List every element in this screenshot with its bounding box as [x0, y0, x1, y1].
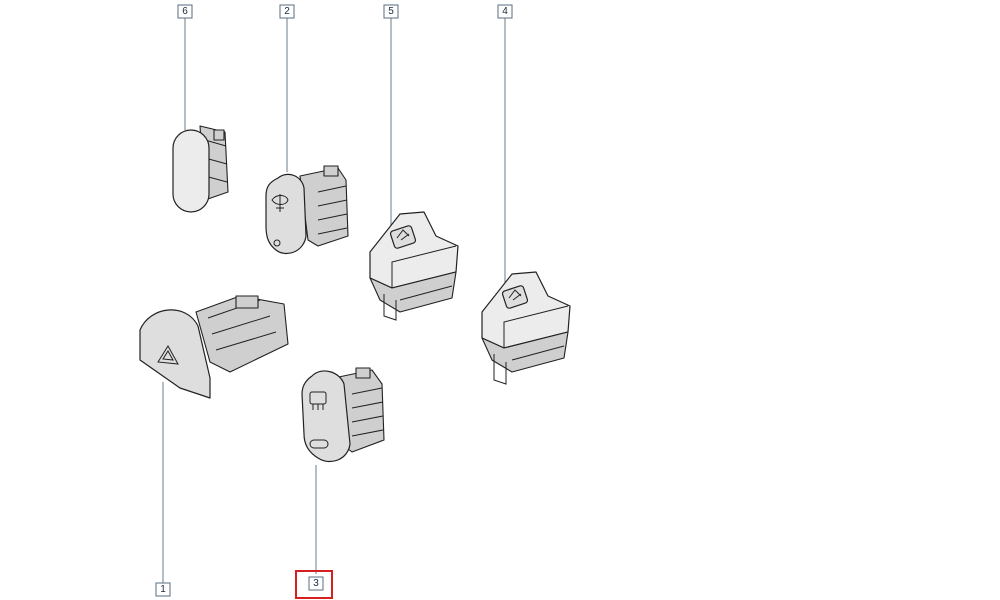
svg-text:5: 5 — [388, 6, 394, 17]
svg-text:3: 3 — [313, 578, 319, 589]
rear-fog-light-icon — [271, 194, 289, 212]
callout-6[interactable]: 6 — [177, 4, 193, 19]
part-4-window-switch — [481, 271, 571, 385]
heated-window-icon — [309, 391, 327, 410]
callout-3[interactable]: 3 — [308, 576, 324, 591]
window-lift-icon — [501, 285, 529, 309]
callout-5[interactable]: 5 — [383, 4, 399, 19]
callout-4[interactable]: 4 — [497, 4, 513, 19]
svg-text:2: 2 — [284, 6, 290, 17]
part-3-indicator-switch — [301, 367, 385, 463]
window-lift-icon — [389, 225, 417, 249]
part-1-hazard-switch — [139, 295, 289, 399]
svg-text:4: 4 — [502, 6, 508, 17]
part-2-fog-light-switch — [265, 165, 349, 255]
svg-text:6: 6 — [182, 6, 188, 17]
part-6-blank-cover — [172, 125, 229, 213]
hazard-triangle-icon — [157, 345, 179, 365]
svg-text:1: 1 — [160, 584, 166, 595]
callout-3-highlight-frame — [295, 570, 333, 599]
callout-2[interactable]: 2 — [279, 4, 295, 19]
part-5-window-switch — [369, 211, 459, 321]
callout-1[interactable]: 1 — [155, 582, 171, 597]
